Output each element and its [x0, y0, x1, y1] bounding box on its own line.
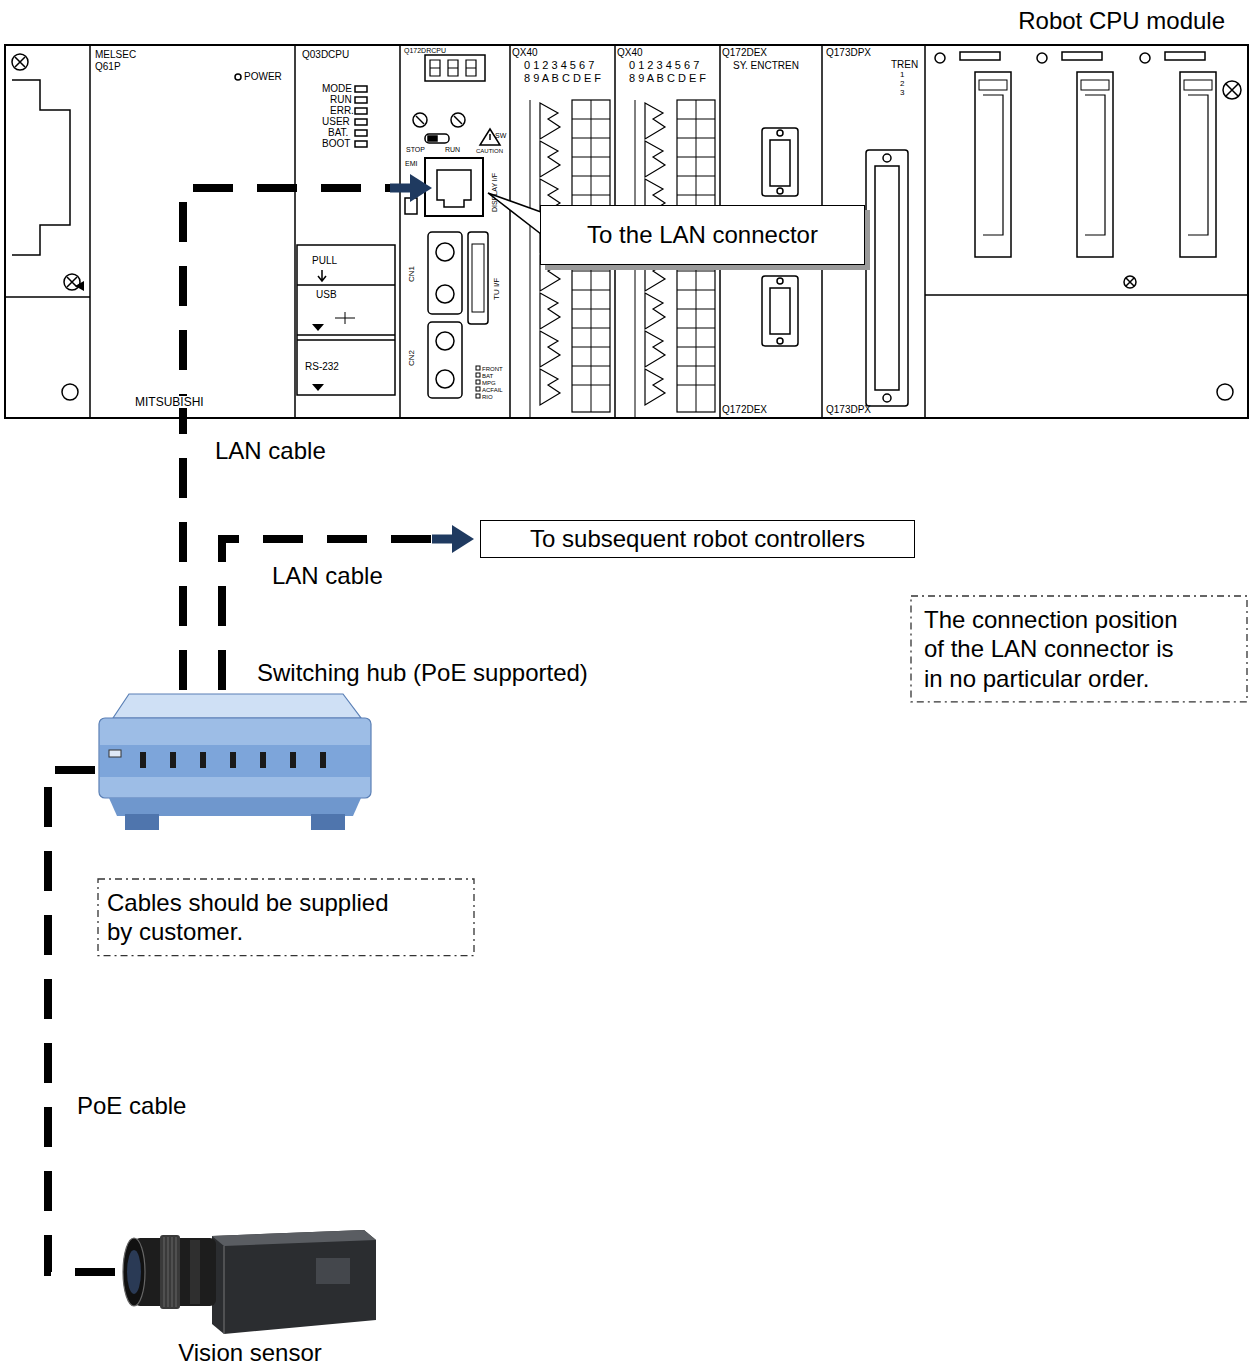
part-label: POWER	[244, 72, 282, 82]
part-label: CAUTION	[476, 148, 503, 154]
part-label: TU I/F	[493, 278, 501, 300]
part-label: Q61P	[95, 62, 121, 72]
part-label: 0 1 2 3 4 5 6 7	[524, 60, 594, 71]
part-label: PULL	[312, 256, 337, 266]
part-label: Q173DPX	[826, 405, 871, 415]
part-label: MPG	[482, 380, 496, 386]
part-label: Q172DRCPU	[404, 47, 446, 54]
part-label: BOOT	[322, 139, 350, 149]
note-box: The connection position of the LAN conne…	[910, 595, 1248, 703]
vision-sensor-illustration	[123, 1230, 376, 1334]
part-label: Q173DPX	[826, 48, 871, 58]
part-label: 1	[900, 71, 904, 79]
module-heading: Robot CPU module	[1018, 7, 1225, 35]
switching-hub: Switching hub (PoE supported)	[95, 690, 375, 835]
part-label: 2	[900, 80, 904, 88]
robot-cpu-rack	[5, 45, 1248, 418]
part-label: EMI	[405, 160, 417, 167]
note-border-line	[98, 879, 474, 956]
note-border-line	[911, 596, 1247, 702]
part-label: DISPLAY I/F	[491, 173, 498, 212]
cable-label: LAN cable	[270, 562, 385, 590]
note-text: The connection position of the LAN conne…	[924, 605, 1192, 693]
part-label: 3	[900, 89, 904, 97]
part-label: RIO	[482, 394, 493, 400]
part-label: FRONT	[482, 366, 503, 372]
dashed-cable	[48, 770, 120, 1272]
part-label: 0 1 2 3 4 5 6 7	[629, 60, 699, 71]
destination-box: To subsequent robot controllers	[480, 520, 915, 558]
part-label: MELSEC	[95, 50, 136, 60]
device-label: Switching hub (PoE supported)	[257, 659, 588, 687]
part-label: QX40	[512, 48, 538, 58]
part-label: CN2	[408, 350, 416, 366]
part-label: SY. ENCTREN	[733, 61, 799, 71]
part-label: STOP	[406, 146, 425, 153]
part-label: Q172DEX	[722, 48, 767, 58]
part-label: USB	[316, 290, 337, 300]
part-label: USER	[322, 117, 350, 127]
part-label: TREN	[891, 60, 918, 70]
part-label: BAT	[482, 373, 493, 379]
part-label: ERR.	[330, 106, 354, 116]
part-label: QX40	[617, 48, 643, 58]
part-label: 8 9 A B C D E F	[629, 73, 706, 84]
part-label: RS-232	[305, 362, 339, 372]
callout-box: To the LAN connector	[540, 205, 865, 265]
note-text: Cables should be supplied by customer.	[107, 888, 407, 947]
switching-hub-illustration	[99, 694, 371, 830]
cable-connector	[183, 174, 432, 690]
vision-sensor: Vision sensor	[120, 1228, 380, 1338]
part-label: CN1	[408, 266, 416, 282]
part-label: MITSUBISHI	[133, 396, 206, 408]
arrow-head	[452, 525, 474, 553]
cable-connector	[48, 770, 120, 1272]
arrow-head	[410, 174, 432, 202]
cpu-module-rack: Robot CPU moduleTo the LAN connector	[5, 45, 1248, 418]
part-label: RUN	[330, 95, 352, 105]
part-label: SW	[495, 132, 506, 139]
part-label: BAT.	[328, 128, 348, 138]
part-label: Q03DCPU	[302, 50, 349, 60]
box-text: To subsequent robot controllers	[530, 525, 865, 553]
device-label: Vision sensor	[120, 1339, 380, 1367]
dashed-cable	[183, 188, 390, 690]
part-label: Q172DEX	[722, 405, 767, 415]
arrow-shaft	[390, 184, 410, 193]
callout-text: To the LAN connector	[587, 221, 818, 249]
part-label: ACFAIL	[482, 387, 503, 393]
part-label: 8 9 A B C D E F	[524, 73, 601, 84]
arrow-shaft	[432, 535, 452, 544]
cable-label: PoE cable	[75, 1092, 188, 1120]
part-label: MODE	[322, 84, 352, 94]
cable-label: LAN cable	[213, 437, 328, 465]
note-box: Cables should be supplied by customer.	[97, 878, 475, 957]
part-label: RUN	[445, 146, 460, 153]
